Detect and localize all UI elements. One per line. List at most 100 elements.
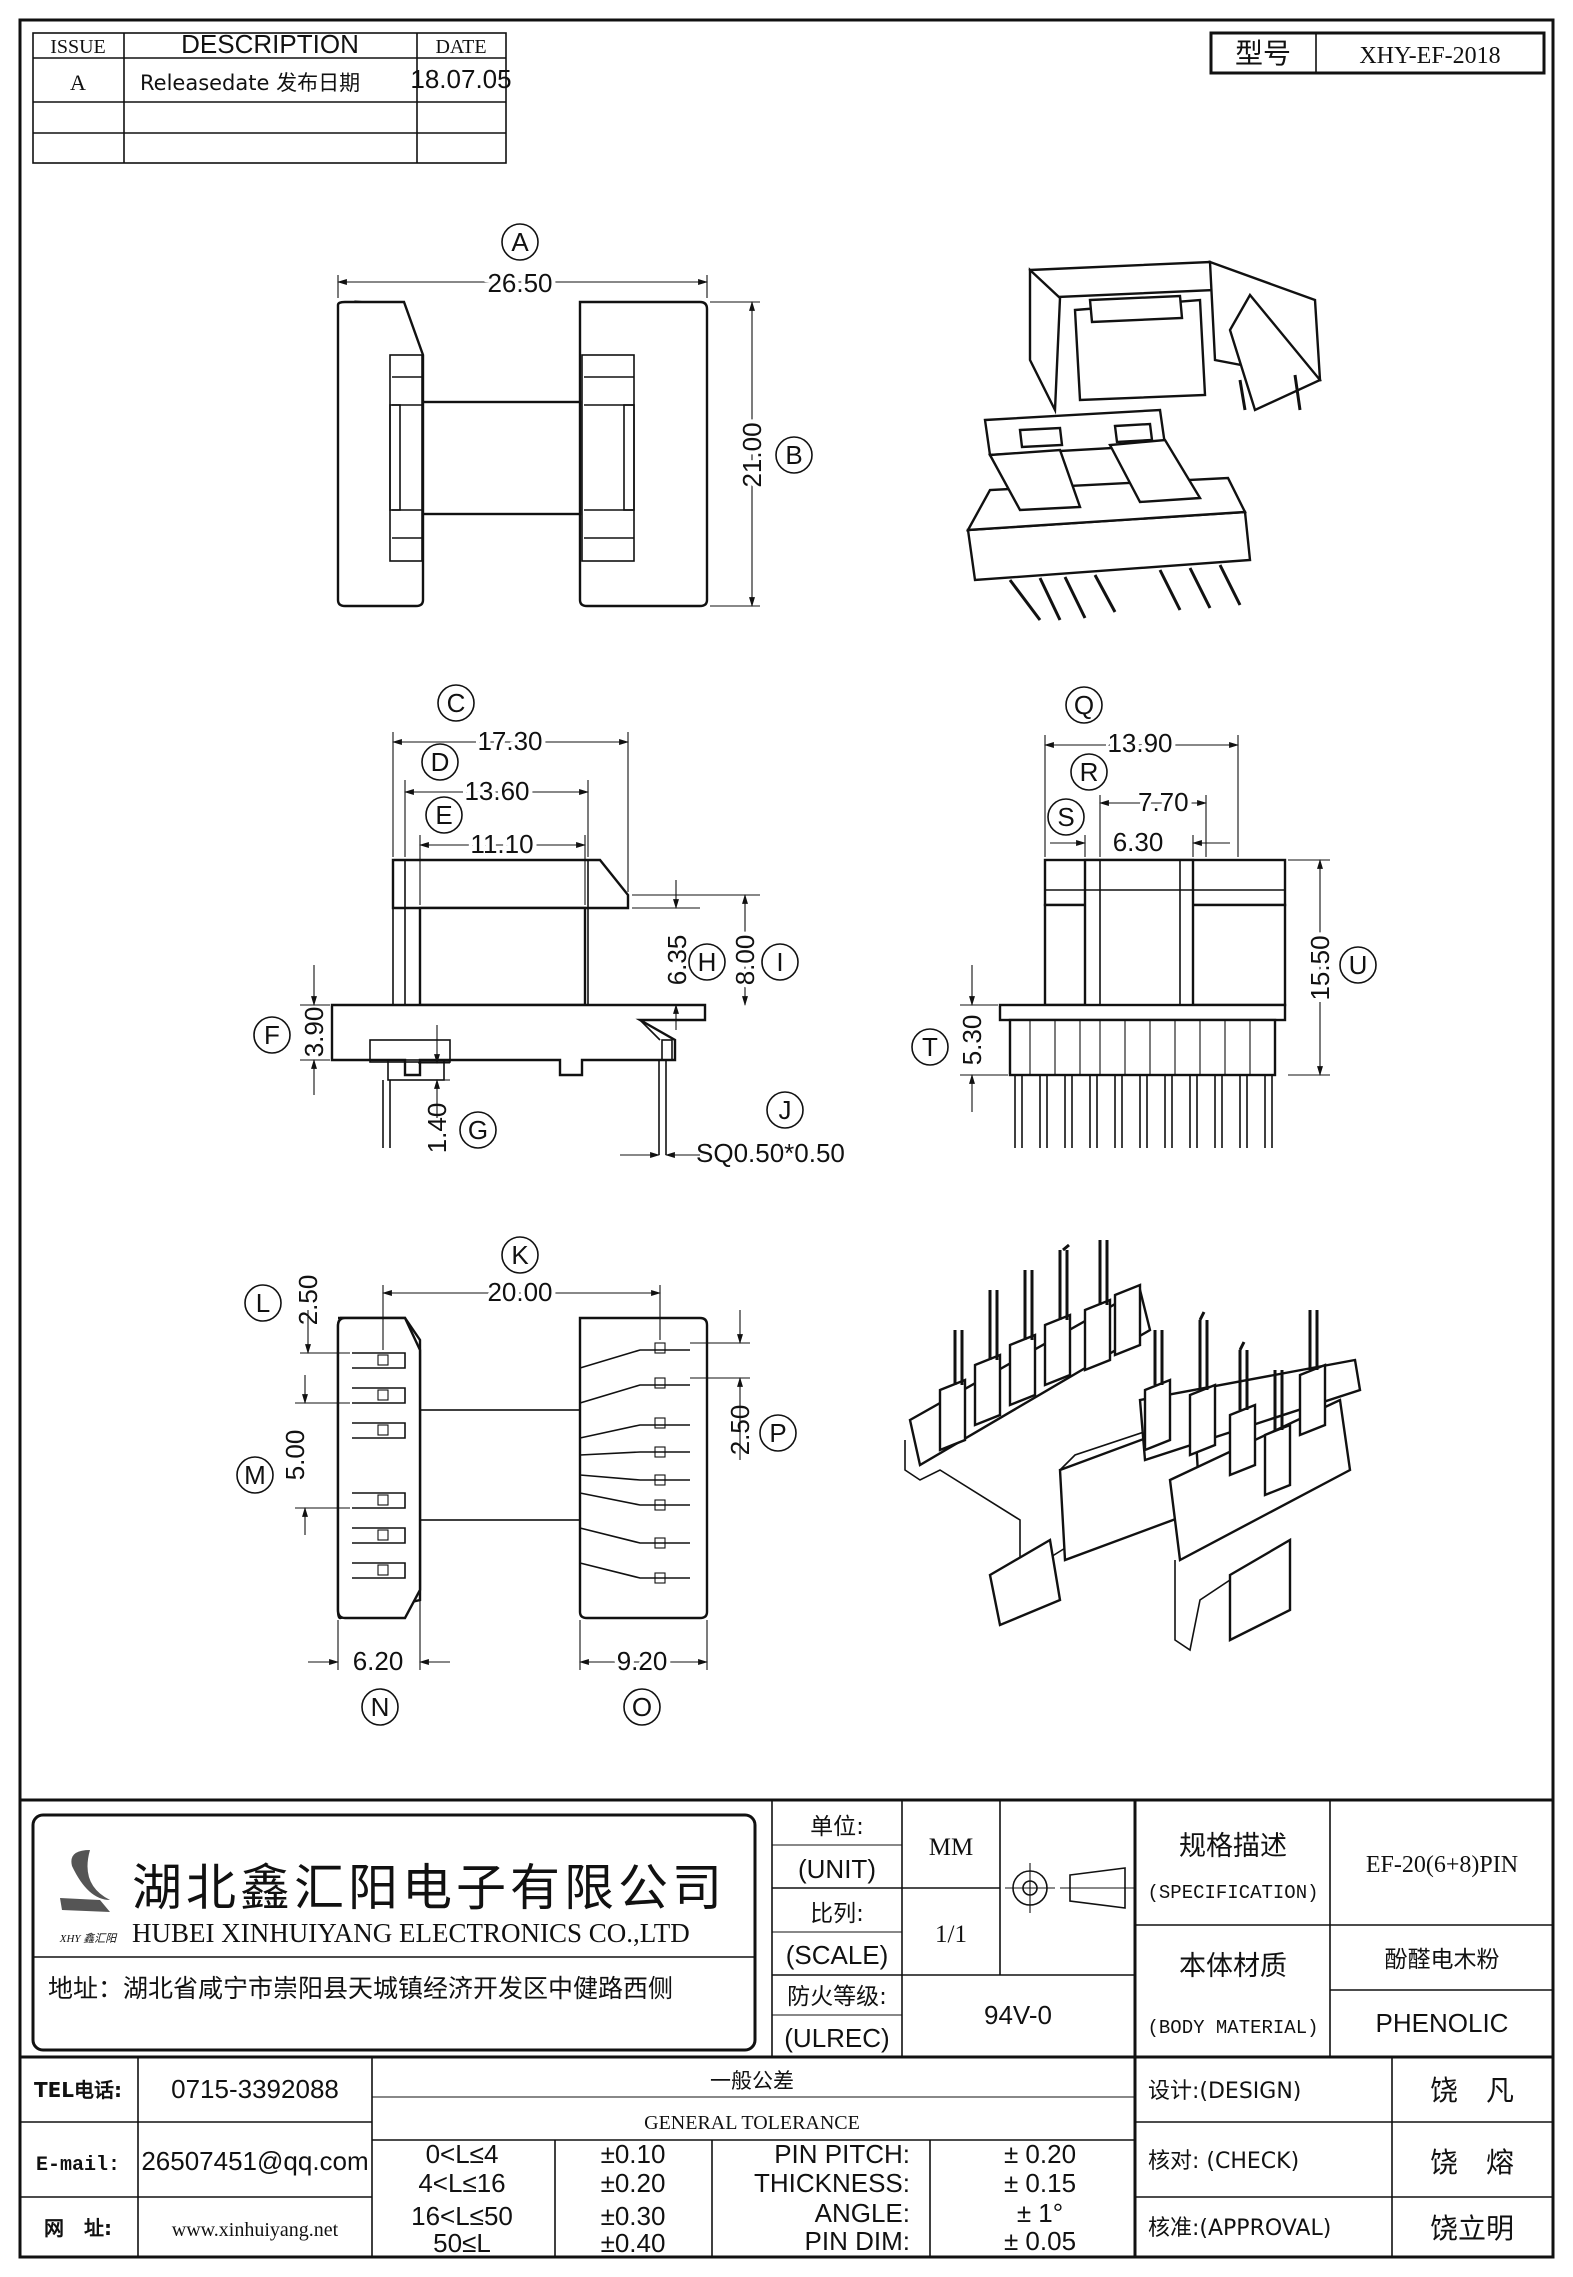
model-label: 型号 xyxy=(1235,37,1291,70)
fire-label-cn: 防火等级: xyxy=(787,1984,887,2010)
svg-text:T: T xyxy=(922,1032,938,1062)
svg-text:J: J xyxy=(779,1095,792,1125)
rev-header-date: DATE xyxy=(435,36,486,58)
svg-text:F: F xyxy=(264,1020,280,1050)
rev-row-date: 18.07.05 xyxy=(410,64,511,94)
svg-text:U: U xyxy=(1349,950,1368,980)
company-logo xyxy=(60,1850,110,1912)
email-value: 26507451@qq.com xyxy=(141,2146,368,2176)
dim-i-value: 8.00 xyxy=(730,935,760,986)
dim-h-value: 6.35 xyxy=(662,935,692,986)
dim-j-value: SQ0.50*0.50 xyxy=(696,1138,845,1168)
svg-text:I: I xyxy=(776,947,783,977)
side-view: 17.30 C 13.60 D 11.10 E 6.35 H 8.00 I 3.… xyxy=(253,684,845,1168)
tol-angle-value: ± 1° xyxy=(1017,2198,1063,2228)
spec-label-en: (SPECIFICATION) xyxy=(1147,1882,1318,1904)
material-label-cn: 本体材质 xyxy=(1179,1951,1287,1982)
fire-value: 94V-0 xyxy=(984,2000,1052,2030)
rev-row-description: Releasedate 发布日期 xyxy=(140,71,360,95)
fire-label-en: (ULREC) xyxy=(784,2023,889,2053)
unit-label-cn: 单位: xyxy=(810,1814,864,1840)
front-view: 13.90 Q 7.70 R 6.30 S 15.50 U 5.30 T xyxy=(911,686,1377,1148)
svg-text:E: E xyxy=(435,800,452,830)
bottom-view: 20.00 K 2.50 L 5.00 M 6.20 N 9.20 O 2.50… xyxy=(236,1236,797,1726)
tolerance-ranges: 0<L≤4 ±0.10 4<L≤16 ±0.20 16<L≤50 ±0.30 5… xyxy=(411,2139,665,2258)
check-label: 核对: (CHECK) xyxy=(1148,2149,1299,2174)
email-label: E-mail: xyxy=(36,2154,120,2177)
tol-range-4-value: ±0.40 xyxy=(601,2228,666,2258)
rev-header-issue: ISSUE xyxy=(50,36,106,58)
tol-range-1: 0<L≤4 xyxy=(426,2139,499,2169)
svg-text:S: S xyxy=(1057,802,1074,832)
svg-text:R: R xyxy=(1080,757,1099,787)
projection-symbol xyxy=(1005,1863,1135,1913)
company-name-cn: 湖北鑫汇阳电子有限公司 xyxy=(132,1859,726,1917)
tol-pin-pitch: PIN PITCH: xyxy=(774,2139,910,2169)
dim-a-value: 26.50 xyxy=(487,268,552,298)
tol-range-1-value: ±0.10 xyxy=(601,2139,666,2169)
tol-range-2: 4<L≤16 xyxy=(418,2168,505,2198)
tel-value: 0715-3392088 xyxy=(171,2074,339,2104)
dim-b-value: 21.00 xyxy=(737,422,767,487)
tolerance-title-cn: 一般公差 xyxy=(710,2069,794,2093)
material-label-en: (BODY MATERIAL) xyxy=(1147,2017,1318,2039)
dim-r-value: 7.70 xyxy=(1138,787,1189,817)
svg-text:L: L xyxy=(256,1288,270,1318)
scale-label-en: (SCALE) xyxy=(786,1940,889,1970)
drawing-border xyxy=(18,18,1555,2259)
tol-range-3: 16<L≤50 xyxy=(411,2201,513,2231)
svg-text:A: A xyxy=(511,227,529,257)
dim-m-value: 5.00 xyxy=(280,1430,310,1481)
dim-l-value: 2.50 xyxy=(293,1275,323,1326)
approval-label: 核准:(APPROVAL) xyxy=(1148,2216,1331,2241)
iso-view-top xyxy=(965,260,1322,621)
svg-text:P: P xyxy=(769,1418,786,1448)
spec-value: EF-20(6+8)PIN xyxy=(1366,1852,1518,1878)
company-box xyxy=(31,1813,757,2052)
svg-text:N: N xyxy=(371,1692,390,1722)
tol-pin-pitch-value: ± 0.20 xyxy=(1004,2139,1076,2169)
material-value-en: PHENOLIC xyxy=(1376,2008,1509,2038)
svg-text:C: C xyxy=(447,688,466,718)
tol-thickness: THICKNESS: xyxy=(754,2168,910,2198)
dim-g-value: 1.40 xyxy=(422,1103,452,1154)
svg-text:B: B xyxy=(785,440,802,470)
tol-pin-dim-value: ± 0.05 xyxy=(1004,2226,1076,2256)
tolerance-title-en: GENERAL TOLERANCE xyxy=(644,2112,860,2134)
company-logo-text: XHY 鑫汇阳 xyxy=(59,1932,119,1945)
dim-d-value: 13.60 xyxy=(464,776,529,806)
title-block: XHY 鑫汇阳 湖北鑫汇阳电子有限公司 HUBEI XINHUIYANG ELE… xyxy=(20,1798,1553,2258)
rev-row-issue: A xyxy=(70,70,86,95)
tol-range-3-value: ±0.30 xyxy=(601,2201,666,2231)
company-address: 地址：湖北省咸宁市崇阳县天城镇经济开发区中健路西侧 xyxy=(48,1974,673,2003)
top-view: 26.50 A 21.00 B xyxy=(336,223,813,608)
tol-thickness-value: ± 0.15 xyxy=(1004,2168,1076,2198)
unit-label-en: (UNIT) xyxy=(798,1854,876,1884)
design-label: 设计:(DESIGN) xyxy=(1148,2079,1301,2104)
iso-view-bottom xyxy=(904,1240,1362,1652)
check-name: 饶 熔 xyxy=(1430,2146,1514,2179)
dim-s-value: 6.30 xyxy=(1113,827,1164,857)
tol-angle: ANGLE: xyxy=(815,2198,910,2228)
web-value: www.xinhuiyang.net xyxy=(172,2219,339,2241)
tol-pin-dim: PIN DIM: xyxy=(805,2226,910,2256)
dim-f-value: 3.90 xyxy=(299,1007,329,1058)
dim-o-value: 9.20 xyxy=(617,1646,668,1676)
unit-value: MM xyxy=(929,1834,973,1861)
dim-u-value: 15.50 xyxy=(1305,935,1335,1000)
approval-name: 饶立明 xyxy=(1430,2212,1514,2245)
model-box: 型号 XHY-EF-2018 xyxy=(1209,31,1546,75)
svg-text:M: M xyxy=(244,1460,266,1490)
svg-text:H: H xyxy=(698,947,717,977)
web-label: 网 址: xyxy=(44,2216,112,2240)
svg-text:G: G xyxy=(468,1115,488,1145)
scale-value: 1/1 xyxy=(935,1921,967,1948)
design-name: 饶 凡 xyxy=(1430,2074,1514,2107)
dim-t-value: 5.30 xyxy=(957,1015,987,1066)
model-value: XHY-EF-2018 xyxy=(1359,43,1500,69)
spec-label-cn: 规格描述 xyxy=(1179,1831,1287,1862)
svg-text:D: D xyxy=(431,747,450,777)
tolerance-others: PIN PITCH: ± 0.20 THICKNESS: ± 0.15 ANGL… xyxy=(754,2139,1076,2256)
dim-e-value: 11.10 xyxy=(470,829,533,859)
dim-n-value: 6.20 xyxy=(353,1646,404,1676)
